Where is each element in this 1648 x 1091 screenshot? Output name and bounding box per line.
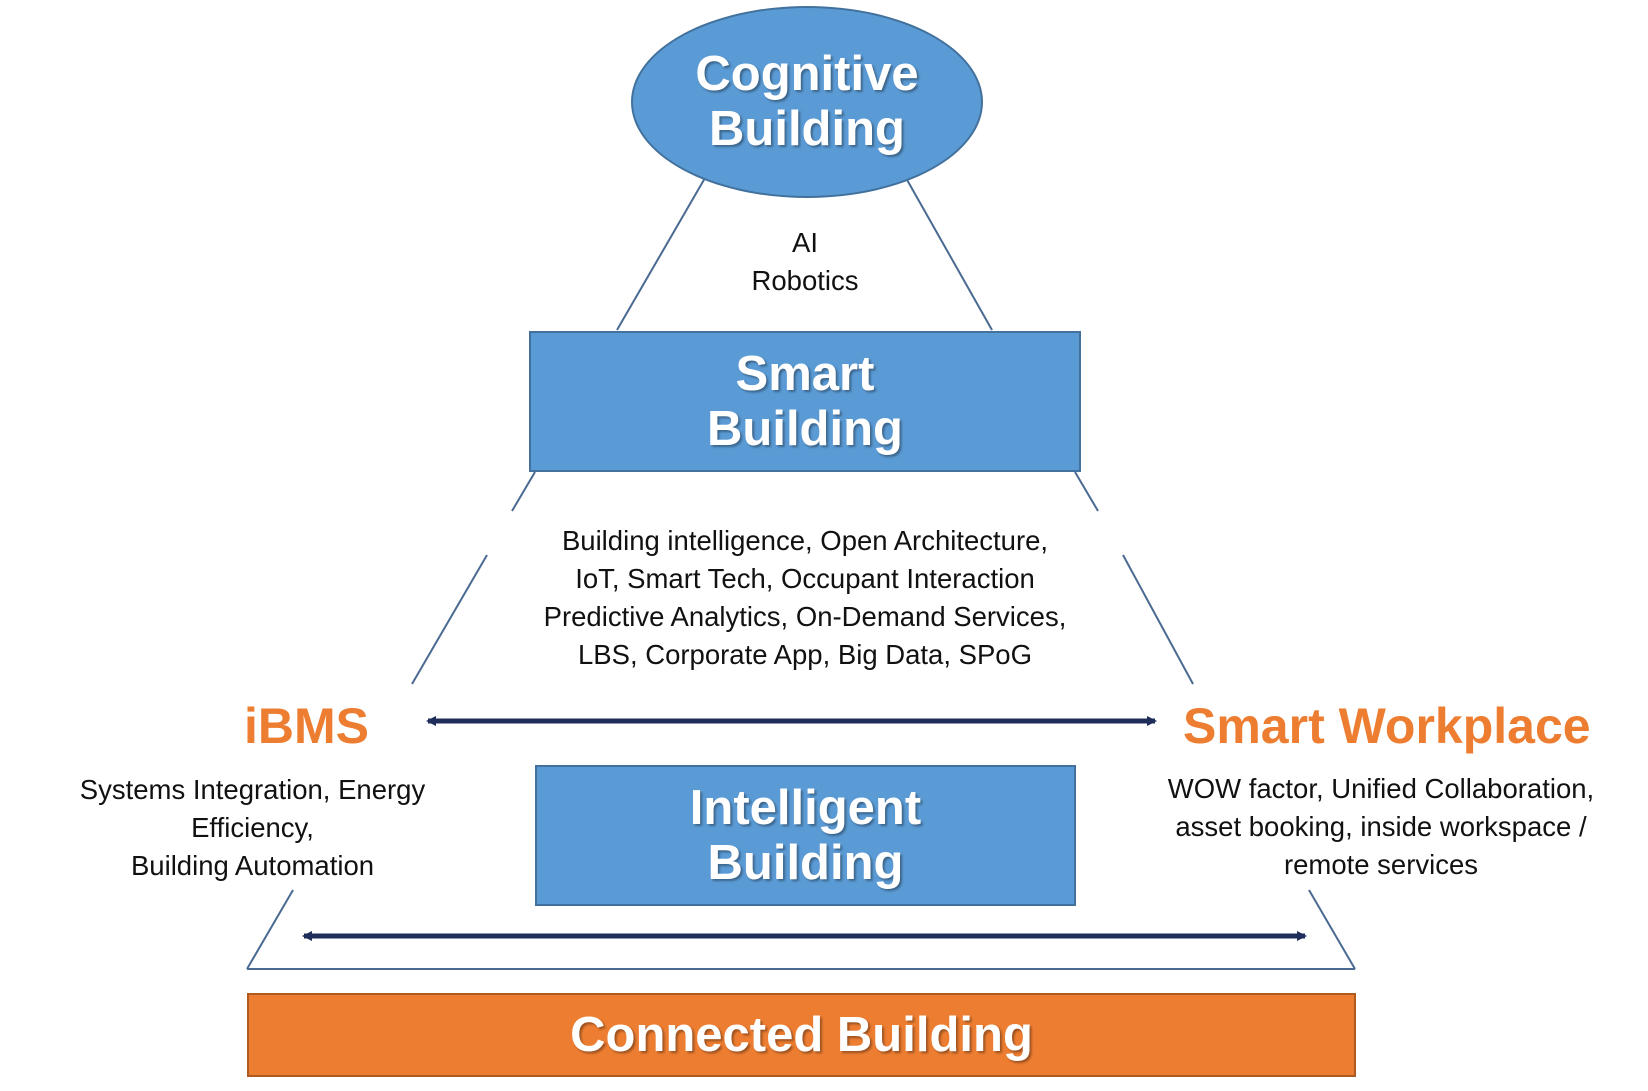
pyramid-edge-mid-left-lower	[411, 554, 488, 685]
ai-robotics-text: AI Robotics	[700, 224, 910, 300]
smart-line-1: Smart	[735, 346, 875, 401]
cognitive-line-1: Cognitive	[695, 47, 919, 102]
ai-label: AI	[792, 227, 818, 258]
smart-line-2: Building	[707, 401, 903, 456]
ibms-desc-line-1: Systems Integration, Energy	[79, 774, 426, 805]
smart-workplace-heading: Smart Workplace	[1183, 698, 1591, 754]
pyramid-edge-top-left	[616, 177, 706, 331]
smart-building-node: Smart Building	[529, 331, 1081, 472]
pyramid-edge-mid-right-lower	[1122, 554, 1194, 685]
ibms-heading: iBMS	[244, 698, 369, 754]
intelligent-building-node: Intelligent Building	[535, 765, 1076, 906]
pyramid-edge-mid-left-upper	[511, 471, 536, 512]
smart-desc-line-1: Building intelligence, Open Architecture…	[561, 525, 1049, 556]
cognitive-line-2: Building	[709, 102, 905, 156]
ibms-desc-line-3: Building Automation	[130, 849, 375, 881]
cognitive-building-node: Cognitive Building	[631, 6, 983, 198]
connected-building-node: Connected Building	[247, 993, 1356, 1077]
smart-desc-line-2: IoT, Smart Tech, Occupant Interaction	[575, 562, 1035, 594]
smart-workplace-description: WOW factor, Unified Collaboration, asset…	[1128, 770, 1634, 884]
intelligent-line-2: Building	[707, 835, 904, 890]
ibms-description: Systems Integration, Energy Efficiency, …	[40, 771, 465, 885]
pyramid-edge-mid-right-upper	[1074, 471, 1099, 512]
workplace-desc-line-1: WOW factor, Unified Collaboration,	[1167, 773, 1595, 804]
smart-building-description: Building intelligence, Open Architecture…	[490, 522, 1120, 674]
workplace-desc-line-3: remote services	[1283, 848, 1479, 880]
smart-desc-line-3: Predictive Analytics, On-Demand Services…	[543, 600, 1067, 632]
ibms-desc-line-2: Efficiency,	[191, 811, 314, 843]
pyramid-edge-bottom-right	[1308, 889, 1356, 970]
pyramid-edge-top-right	[905, 177, 993, 331]
robotics-label: Robotics	[751, 264, 859, 296]
intelligent-line-1: Intelligent	[689, 780, 922, 835]
connected-label: Connected Building	[570, 1007, 1033, 1062]
smart-desc-line-4: LBS, Corporate App, Big Data, SPoG	[577, 638, 1032, 670]
pyramid-edge-bottom-left	[246, 889, 294, 970]
workplace-desc-line-2: asset booking, inside workspace /	[1175, 810, 1587, 842]
